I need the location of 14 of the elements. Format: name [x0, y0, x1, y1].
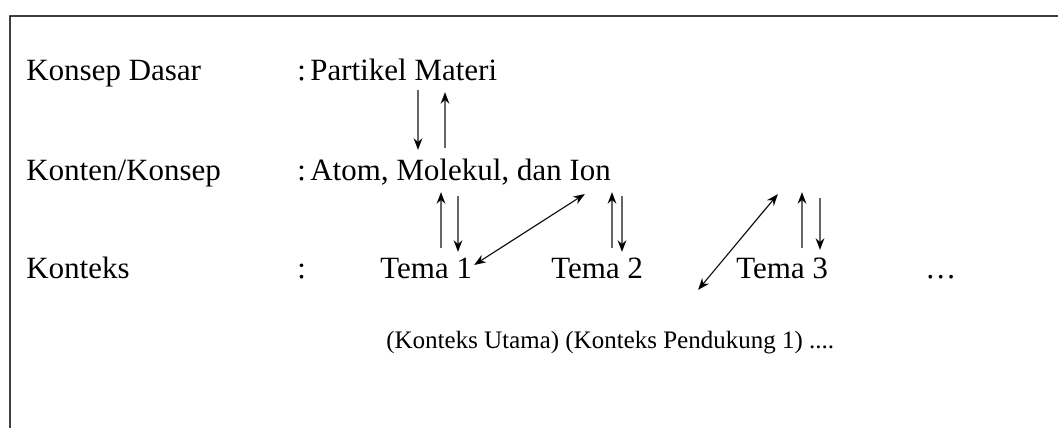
row-label: :: [299, 65, 304, 81]
row-label: Konteks: [27, 256, 129, 279]
concept-text: Partikel Materi: [311, 58, 497, 81]
concept-text: Atom, Molekul, dan Ion: [310, 158, 611, 185]
row-label: Konsep Dasar: [27, 59, 201, 87]
row-label: (Konteks Utama) (Konteks Pendukung 1) ....: [387, 330, 833, 354]
concept-text: Tema 3: [736, 257, 827, 279]
concept-text: Tema 1: [380, 257, 470, 279]
concept-text: Tema 2: [551, 257, 642, 279]
row-label: …: [928, 274, 953, 279]
row-label: :: [299, 165, 304, 181]
row-label: :: [299, 263, 304, 279]
arrow: [474, 194, 585, 265]
row-label: Konten/Konsep: [27, 159, 220, 187]
